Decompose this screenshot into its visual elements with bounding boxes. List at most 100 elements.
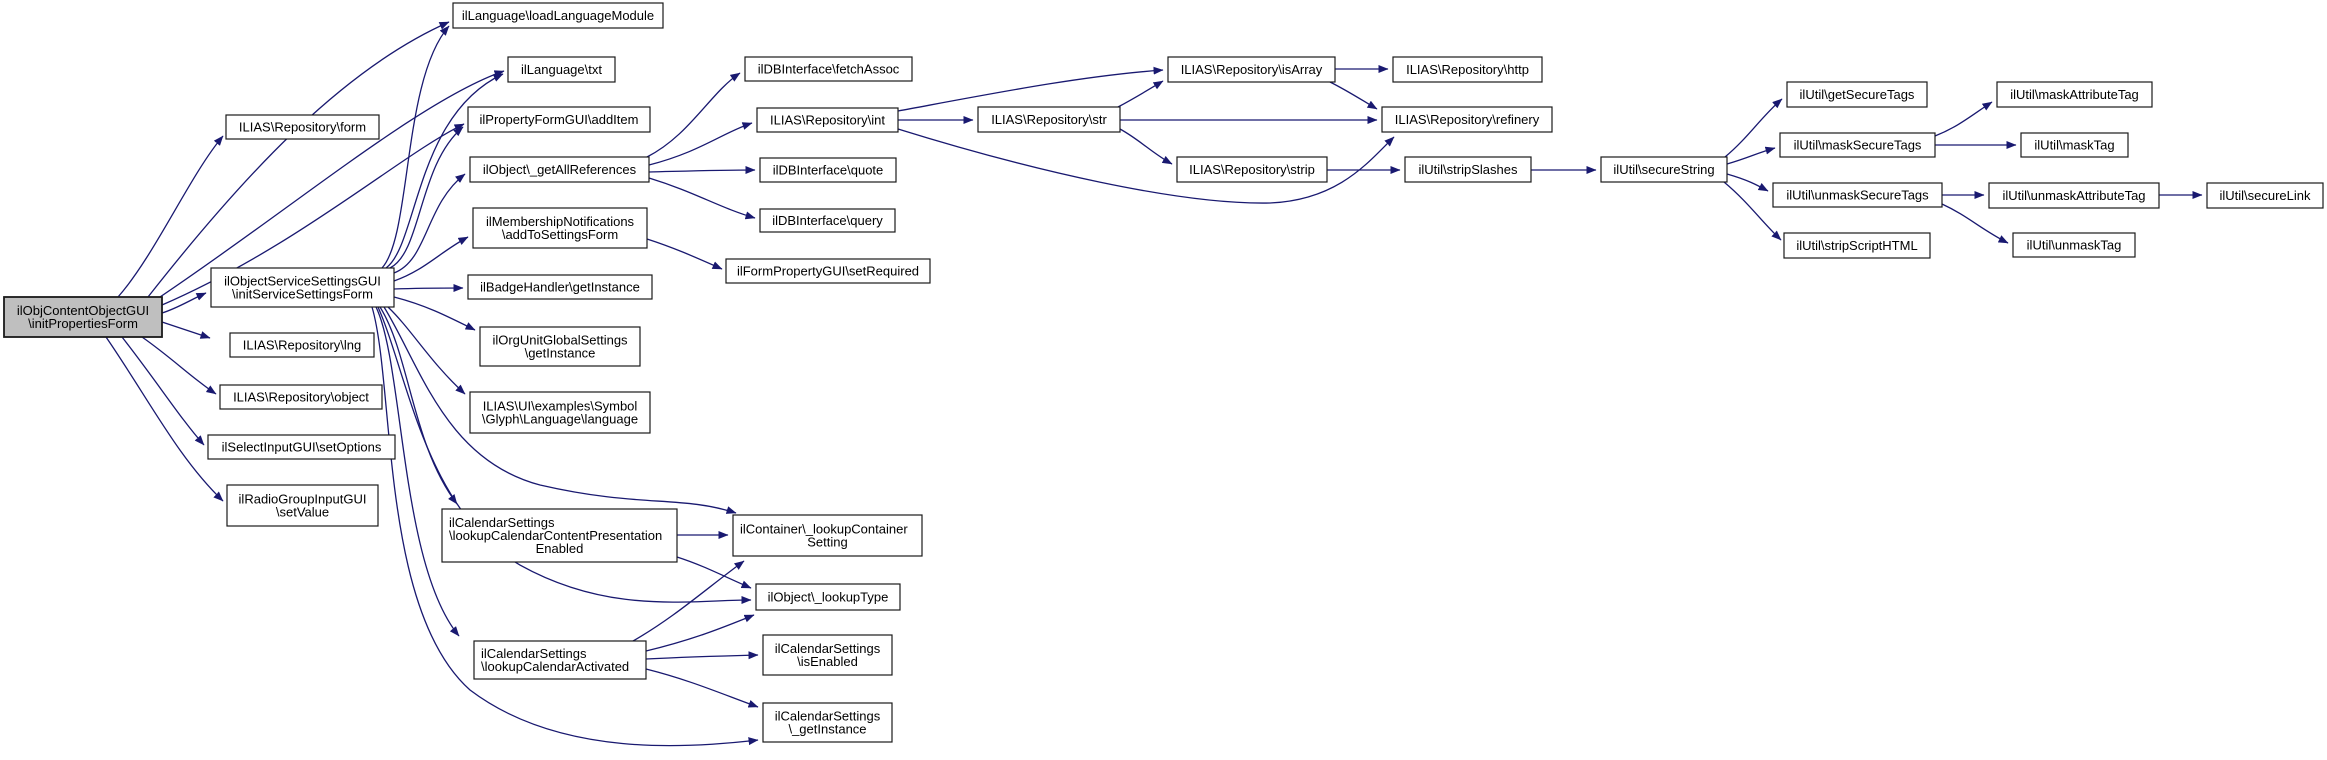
node-box-repoForm[interactable] — [225, 114, 380, 140]
node-repoInt[interactable]: ILIAS\Repository\int — [756, 107, 899, 133]
nodes-layer: ilObjContentObjectGUI\initPropertiesForm… — [3, 2, 2324, 743]
node-box-secureString[interactable] — [1600, 156, 1728, 183]
node-box-getSecureTags[interactable] — [1786, 81, 1928, 108]
node-box-quote[interactable] — [759, 157, 897, 183]
node-maskAttributeTag[interactable]: ilUtil\maskAttributeTag — [1996, 81, 2153, 108]
node-isEnabled[interactable]: ilCalendarSettings\isEnabled — [762, 634, 893, 676]
node-addItem[interactable]: ilPropertyFormGUI\addItem — [467, 106, 651, 133]
node-getAllReferences[interactable]: ilObject\_getAllReferences — [469, 156, 650, 183]
node-box-setOptions[interactable] — [207, 434, 396, 460]
node-box-stripScriptHTML[interactable] — [1783, 232, 1931, 259]
node-addToSettingsForm[interactable]: ilMembershipNotifications\addToSettingsF… — [472, 207, 648, 249]
node-lookupCalendarContentPresentationEnabled[interactable]: ilCalendarSettings\lookupCalendarContent… — [441, 508, 678, 563]
node-initServiceSettingsForm[interactable]: ilObjectServiceSettingsGUI\initServiceSe… — [210, 267, 395, 308]
node-http[interactable]: ILIAS\Repository\http — [1392, 56, 1543, 83]
edges-layer — [105, 21, 2203, 747]
edge-getAllReferences-to-fetchAssoc — [646, 72, 741, 158]
node-label-unmaskAttributeTag-line-0: ilUtil\unmaskAttributeTag — [2002, 188, 2145, 203]
node-orgUnitGetInstance[interactable]: ilOrgUnitGlobalSettings\getInstance — [479, 326, 641, 367]
node-box-languageGlyph[interactable] — [469, 391, 651, 434]
node-languageGlyph[interactable]: ILIAS\UI\examples\Symbol\Glyph\Language\… — [469, 391, 651, 434]
node-lookupType[interactable]: ilObject\_lookupType — [755, 583, 901, 611]
node-box-query[interactable] — [759, 208, 896, 233]
node-txt[interactable]: ilLanguage\txt — [507, 56, 616, 83]
edge-initPropertiesForm-to-txt — [156, 70, 505, 300]
node-box-repoStr[interactable] — [977, 106, 1121, 133]
edge-initServiceSettingsForm-to-getAllReferences — [393, 173, 466, 274]
node-quote[interactable]: ilDBInterface\quote — [759, 157, 897, 183]
node-box-repoObject[interactable] — [219, 384, 383, 410]
node-maskSecureTags[interactable]: ilUtil\maskSecureTags — [1779, 132, 1936, 158]
node-unmaskSecureTags[interactable]: ilUtil\unmaskSecureTags — [1772, 182, 1943, 208]
node-repoObject[interactable]: ILIAS\Repository\object — [219, 384, 383, 410]
node-secureLink[interactable]: ilUtil\secureLink — [2206, 182, 2324, 209]
node-box-isArray[interactable] — [1167, 56, 1336, 83]
edge-maskSecureTags-to-maskAttributeTag — [1934, 101, 1993, 137]
node-getSecureTags[interactable]: ilUtil\getSecureTags — [1786, 81, 1928, 108]
node-fetchAssoc[interactable]: ilDBInterface\fetchAssoc — [744, 56, 913, 82]
node-box-fetchAssoc[interactable] — [744, 56, 913, 82]
node-box-lookupCalendarActivated[interactable] — [473, 640, 647, 680]
node-box-txt[interactable] — [507, 56, 616, 83]
node-box-unmaskTag[interactable] — [2012, 232, 2136, 258]
node-box-stripSlashes[interactable] — [1404, 156, 1532, 183]
node-box-loadLanguageModule[interactable] — [452, 2, 664, 29]
node-box-lookupContainerSetting[interactable] — [732, 514, 923, 557]
node-unmaskAttributeTag[interactable]: ilUtil\unmaskAttributeTag — [1988, 182, 2160, 209]
node-box-lookupCalendarContentPresentationEnabled[interactable] — [441, 508, 678, 563]
node-box-addItem[interactable] — [467, 106, 651, 133]
node-label-setValue-line-0: ilRadioGroupInputGUI — [239, 492, 367, 507]
node-secureString[interactable]: ilUtil\secureString — [1600, 156, 1728, 183]
node-box-repoLng[interactable] — [229, 332, 375, 358]
node-box-addToSettingsForm[interactable] — [472, 207, 648, 249]
node-lookupCalendarActivated[interactable]: ilCalendarSettings\lookupCalendarActivat… — [473, 640, 647, 680]
node-stripSlashes[interactable]: ilUtil\stripSlashes — [1404, 156, 1532, 183]
node-box-repoInt[interactable] — [756, 107, 899, 133]
node-box-getAllReferences[interactable] — [469, 156, 650, 183]
edge-repoStr-to-isArray — [1117, 80, 1164, 108]
node-repoForm[interactable]: ILIAS\Repository\form — [225, 114, 380, 140]
node-label-maskAttributeTag-line-0: ilUtil\maskAttributeTag — [2010, 87, 2139, 102]
node-box-isEnabled[interactable] — [762, 634, 893, 676]
node-loadLanguageModule[interactable]: ilLanguage\loadLanguageModule — [452, 2, 664, 29]
node-refinery[interactable]: ILIAS\Repository\refinery — [1381, 106, 1553, 133]
edge-initPropertiesForm-to-loadLanguageModule — [147, 21, 450, 298]
node-maskTag[interactable]: ilUtil\maskTag — [2020, 132, 2129, 158]
node-query[interactable]: ilDBInterface\query — [759, 208, 896, 233]
node-box-strip[interactable] — [1176, 156, 1328, 183]
node-box-secureLink[interactable] — [2206, 182, 2324, 209]
node-repoLng[interactable]: ILIAS\Repository\lng — [229, 332, 375, 358]
node-setValue[interactable]: ilRadioGroupInputGUI\setValue — [226, 484, 379, 527]
node-setRequired[interactable]: ilFormPropertyGUI\setRequired — [725, 258, 931, 284]
node-stripScriptHTML[interactable]: ilUtil\stripScriptHTML — [1783, 232, 1931, 259]
node-box-badgeGetInstance[interactable] — [467, 274, 653, 300]
node-label-loadLanguageModule-line-0: ilLanguage\loadLanguageModule — [462, 8, 654, 23]
node-box-setValue[interactable] — [226, 484, 379, 527]
node-box-initServiceSettingsForm[interactable] — [210, 267, 395, 308]
node-box-refinery[interactable] — [1381, 106, 1553, 133]
node-box-orgUnitGetInstance[interactable] — [479, 326, 641, 367]
node-calGetInstance[interactable]: ilCalendarSettings\_getInstance — [762, 702, 893, 743]
node-repoStr[interactable]: ILIAS\Repository\str — [977, 106, 1121, 133]
node-box-http[interactable] — [1392, 56, 1543, 83]
node-label-orgUnitGetInstance-line-0: ilOrgUnitGlobalSettings — [492, 333, 628, 348]
node-label-orgUnitGetInstance-line-1: \getInstance — [525, 346, 596, 361]
node-strip[interactable]: ILIAS\Repository\strip — [1176, 156, 1328, 183]
node-box-setRequired[interactable] — [725, 258, 931, 284]
node-badgeGetInstance[interactable]: ilBadgeHandler\getInstance — [467, 274, 653, 300]
node-isArray[interactable]: ILIAS\Repository\isArray — [1167, 56, 1336, 83]
node-box-maskSecureTags[interactable] — [1779, 132, 1936, 158]
node-box-maskAttributeTag[interactable] — [1996, 81, 2153, 108]
node-box-calGetInstance[interactable] — [762, 702, 893, 743]
node-label-lookupCalendarActivated-line-1: \lookupCalendarActivated — [481, 659, 629, 674]
node-box-lookupType[interactable] — [755, 583, 901, 611]
node-unmaskTag[interactable]: ilUtil\unmaskTag — [2012, 232, 2136, 258]
edge-unmaskSecureTags-to-unmaskTag — [1941, 203, 2009, 244]
edge-repoInt-to-isArray — [897, 66, 1164, 112]
node-box-unmaskSecureTags[interactable] — [1772, 182, 1943, 208]
node-label-fetchAssoc-line-0: ilDBInterface\fetchAssoc — [758, 62, 900, 77]
node-box-unmaskAttributeTag[interactable] — [1988, 182, 2160, 209]
node-setOptions[interactable]: ilSelectInputGUI\setOptions — [207, 434, 396, 460]
node-box-maskTag[interactable] — [2020, 132, 2129, 158]
